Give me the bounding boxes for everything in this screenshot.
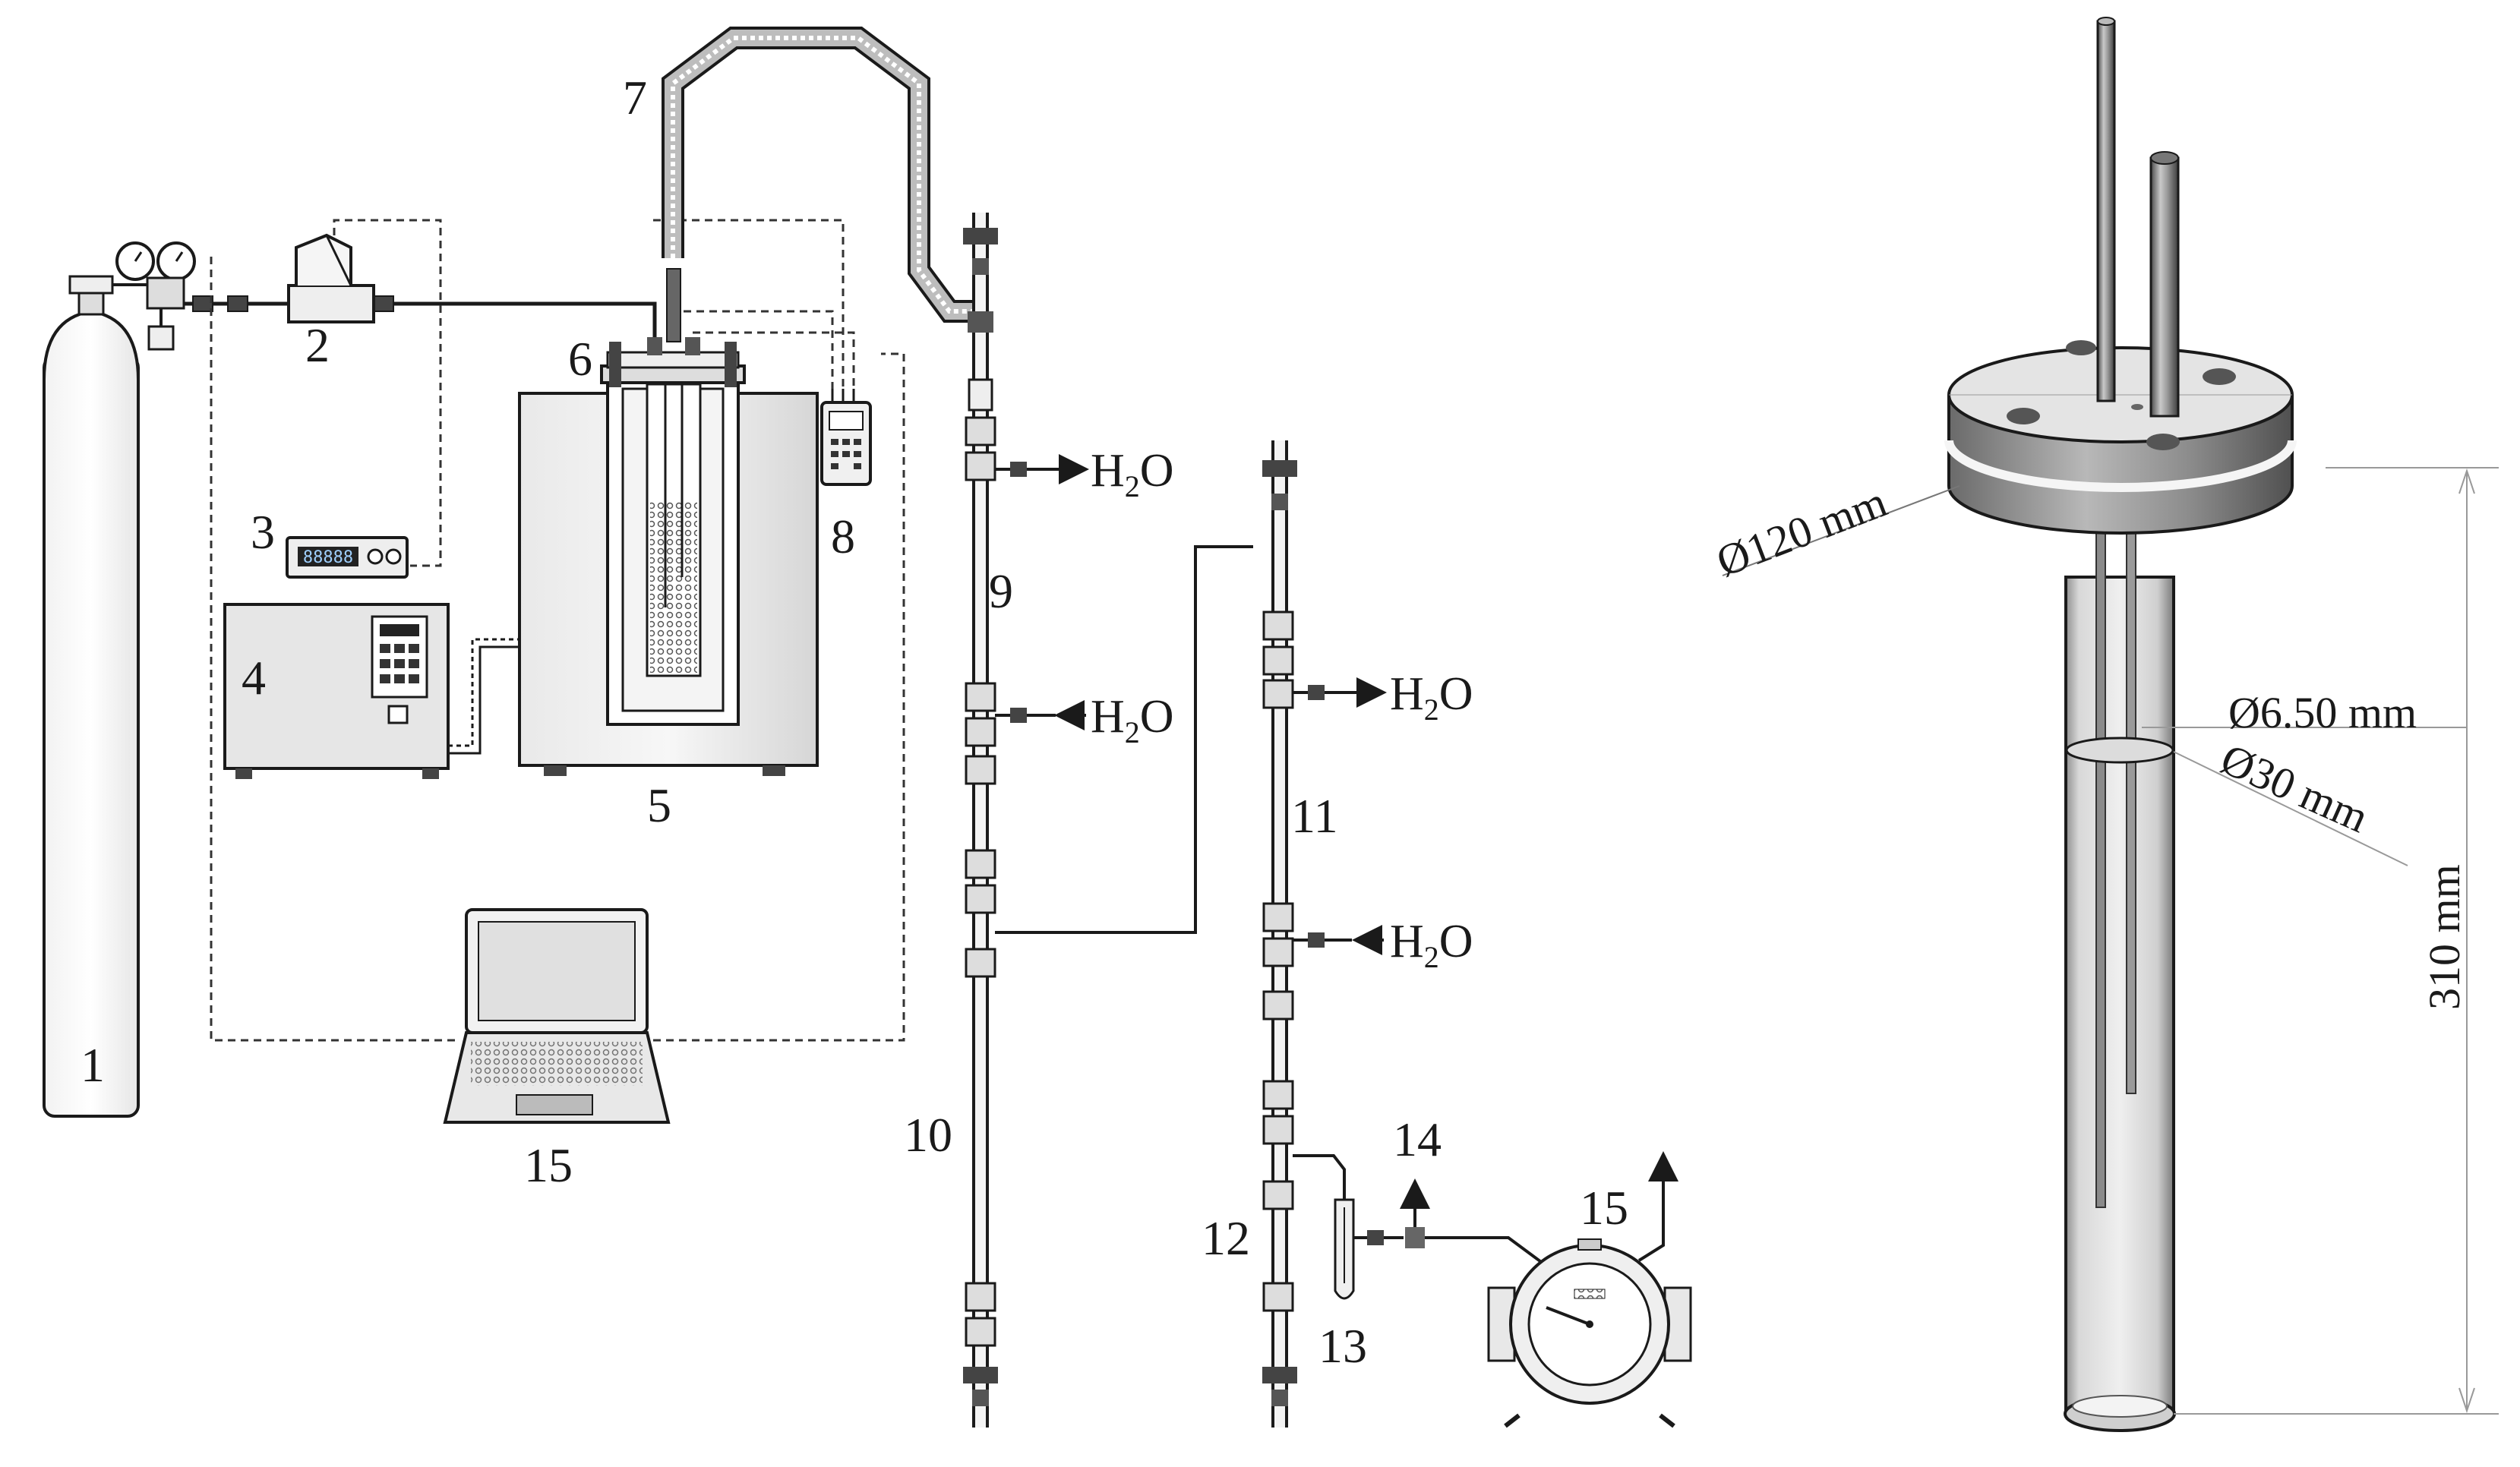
- label-10: 10: [904, 1108, 952, 1162]
- label-11: 11: [1291, 789, 1338, 843]
- mass-flow-controller: [287, 233, 375, 323]
- heated-transfer-line: [662, 27, 980, 323]
- reactor-3d-rendering: [1722, 17, 2499, 1432]
- signal-cables: [210, 219, 905, 1042]
- temperature-display-unit: 88888: [286, 536, 409, 579]
- circulation-hoses: [448, 638, 518, 755]
- label-1: 1: [81, 1038, 105, 1092]
- water-inlet-label-lower-right: H2O: [1390, 916, 1473, 974]
- label-15-computer: 15: [524, 1138, 573, 1192]
- flange-diameter-label: Ø120 mm: [1710, 477, 1893, 586]
- label-6: 6: [568, 332, 592, 386]
- water-inlet-label-lower-left: H2O: [1091, 691, 1174, 749]
- vessel-diameter-label: Ø30 mm: [2214, 734, 2376, 842]
- sampling-tube: [1334, 1198, 1404, 1300]
- gas-flow-meter: [1487, 1151, 1692, 1428]
- label-9: 9: [989, 564, 1013, 618]
- label-13: 13: [1318, 1319, 1367, 1373]
- computer-laptop: [443, 908, 671, 1124]
- controller-readout: 88888: [303, 548, 353, 567]
- thermostat-circulator: [223, 603, 450, 779]
- label-7: 7: [623, 71, 647, 125]
- condenser-column-11-12: [1262, 440, 1387, 1428]
- label-3: 3: [251, 505, 275, 559]
- condenser-column-9-10: [963, 213, 1253, 1428]
- label-12: 12: [1202, 1211, 1250, 1265]
- tube-diameter-label: Ø6.50 mm: [2228, 688, 2417, 737]
- pressure-regulator: [68, 241, 196, 351]
- gas-cylinder: [43, 286, 140, 1118]
- label-2: 2: [305, 318, 330, 372]
- three-way-valve: [1367, 1178, 1551, 1270]
- label-14: 14: [1393, 1112, 1442, 1166]
- vessel-height-label: 310 mm: [2420, 864, 2469, 1010]
- label-8: 8: [831, 510, 855, 563]
- water-outlet-label-upper-left: H2O: [1091, 445, 1174, 503]
- label-15-gas-meter: 15: [1580, 1181, 1628, 1235]
- label-4: 4: [242, 651, 266, 705]
- water-outlet-label-upper-right: H2O: [1390, 668, 1473, 727]
- label-5: 5: [647, 778, 671, 832]
- pressure-meter: [820, 389, 872, 486]
- gas-feed-line: [184, 295, 657, 349]
- reactor-vessel: [600, 268, 746, 677]
